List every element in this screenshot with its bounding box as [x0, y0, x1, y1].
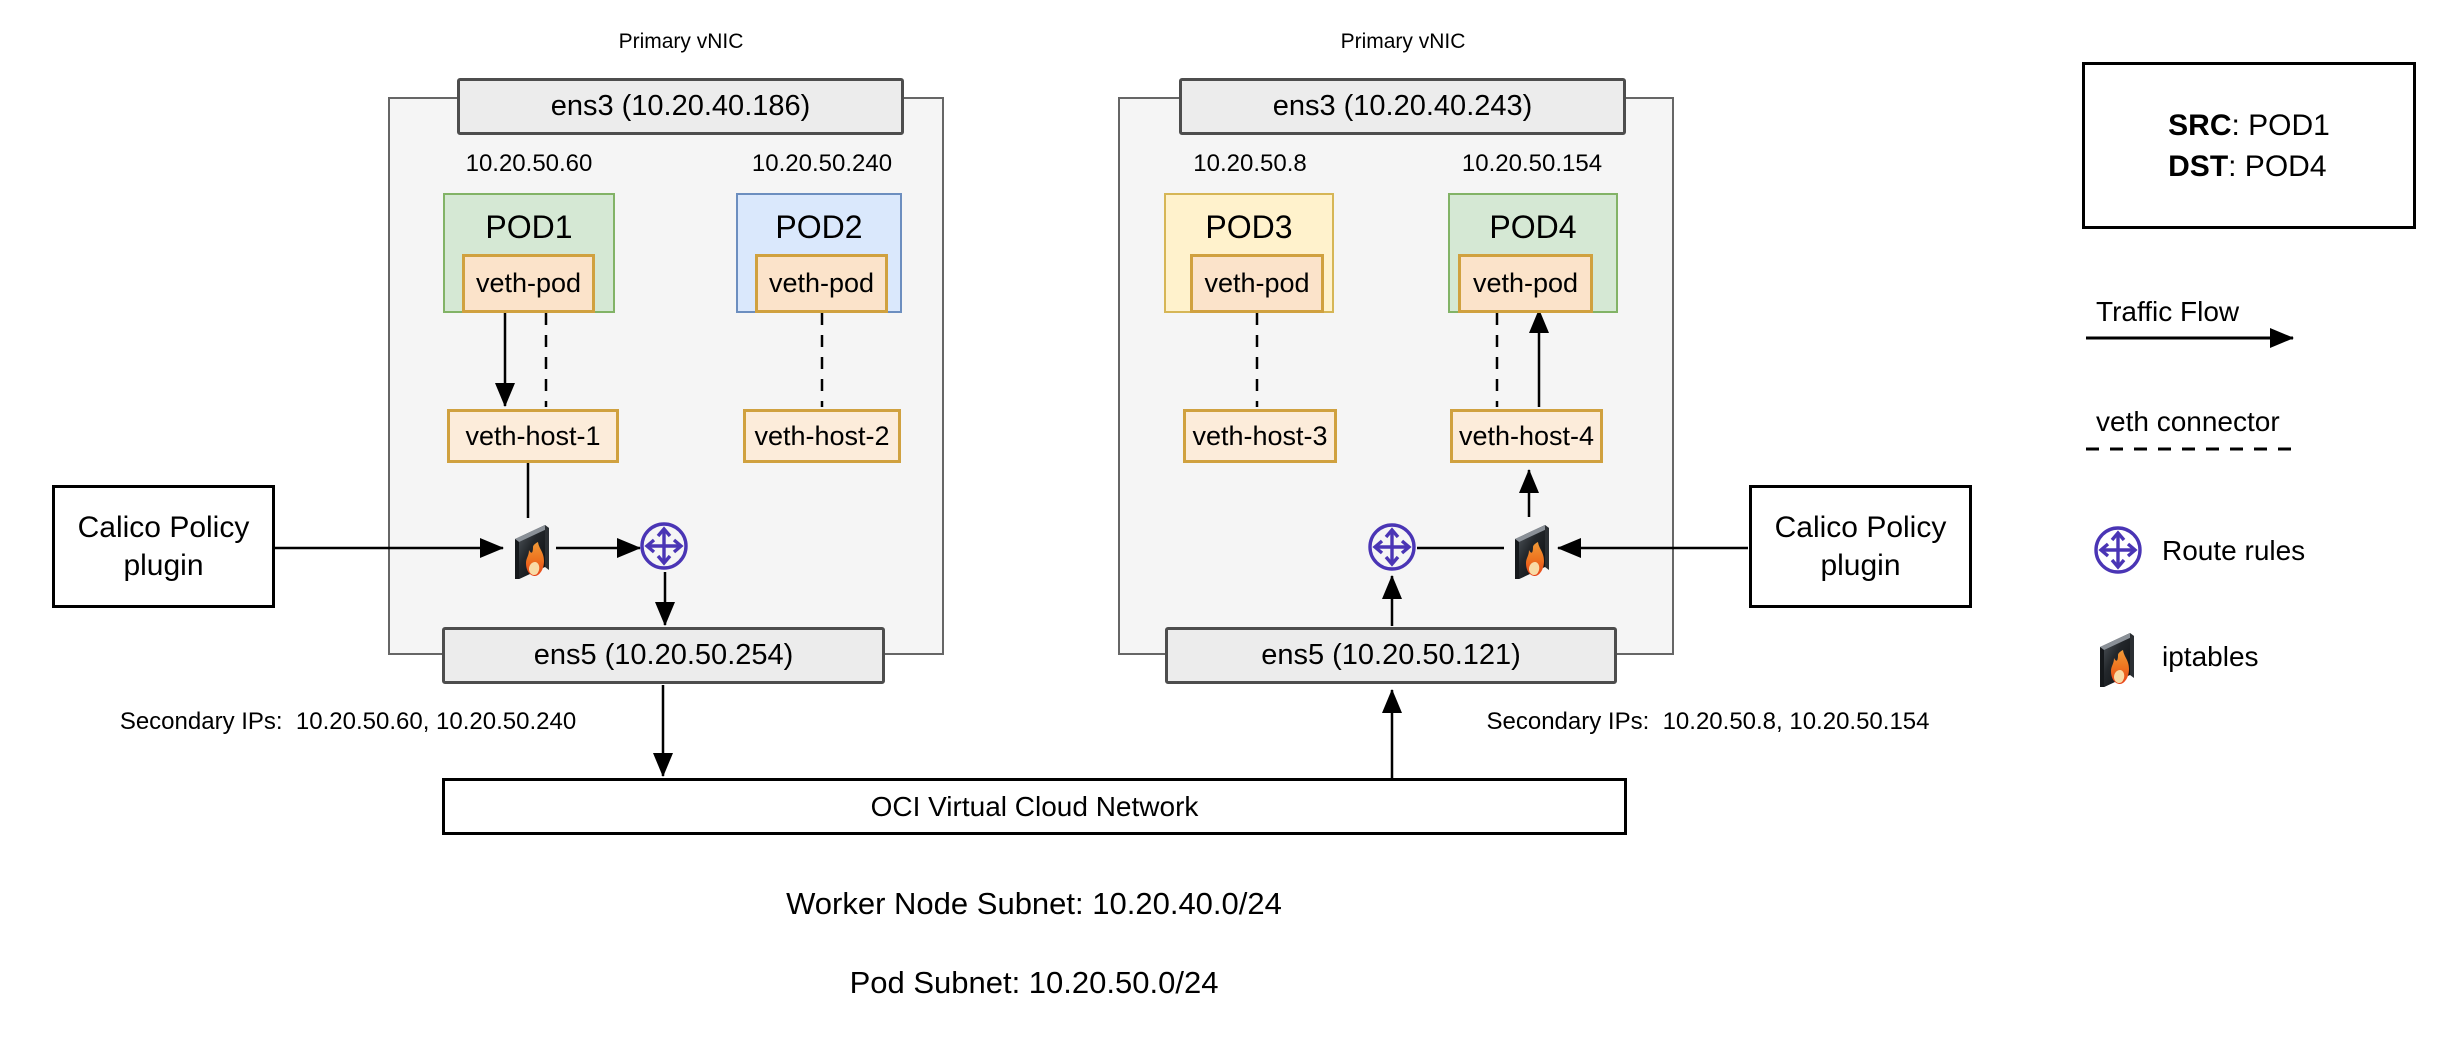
veth-host-2-box: veth-host-2 — [743, 409, 901, 463]
iptables-label: iptables — [2162, 641, 2259, 672]
veth-host-3-box: veth-host-3 — [1183, 409, 1337, 463]
worker-node-right — [1118, 97, 1674, 655]
iptables-icon — [1515, 525, 1549, 579]
pod2-ip-label: 10.20.50.240 — [751, 150, 893, 177]
traffic-flow-label: Traffic Flow — [2096, 296, 2240, 327]
ens5-interface-left: ens5 (10.20.50.254) — [442, 627, 885, 684]
pod3-name: POD3 — [1205, 209, 1293, 245]
pod4-name: POD4 — [1489, 209, 1577, 245]
primary-vnic-label-left: Primary vNIC — [618, 30, 744, 53]
iptables-icon — [2100, 633, 2134, 687]
pod-subnet-label: Pod Subnet: 10.20.50.0/24 — [849, 965, 1219, 1000]
pod1-veth-pod: veth-pod — [462, 254, 595, 313]
vcn-box: OCI Virtual Cloud Network — [442, 778, 1627, 835]
pod2-name: POD2 — [775, 209, 863, 245]
route-rules-icon — [2094, 526, 2142, 574]
calico-plugin-right: Calico Policy plugin — [1749, 485, 1972, 608]
iptables-icon — [515, 525, 549, 579]
route-rules-icon — [640, 522, 688, 570]
route-rules-label: Route rules — [2162, 535, 2306, 566]
secondary-ips-right: Secondary IPs: 10.20.50.8, 10.20.50.154 — [1486, 708, 1930, 735]
pod2-veth-pod: veth-pod — [755, 254, 888, 313]
ens3-interface-left: ens3 (10.20.40.186) — [457, 78, 904, 135]
veth-host-4-box: veth-host-4 — [1450, 409, 1603, 463]
src-dst-legend-box: SRC: POD1 DST: POD4 — [2082, 62, 2416, 229]
src-line: SRC: POD1 — [2168, 108, 2330, 142]
secondary-ips-left: Secondary IPs: 10.20.50.60, 10.20.50.240 — [119, 708, 577, 735]
ens3-interface-right: ens3 (10.20.40.243) — [1179, 78, 1626, 135]
pod1-ip-label: 10.20.50.60 — [465, 150, 593, 177]
primary-vnic-label-right: Primary vNIC — [1340, 30, 1466, 53]
ens5-interface-right: ens5 (10.20.50.121) — [1165, 627, 1617, 684]
worker-subnet-label: Worker Node Subnet: 10.20.40.0/24 — [786, 886, 1282, 921]
dst-line: DST: POD4 — [2168, 149, 2327, 183]
pod3-veth-pod: veth-pod — [1190, 254, 1324, 313]
pod4-veth-pod: veth-pod — [1458, 254, 1593, 313]
pod3-ip-label: 10.20.50.8 — [1193, 150, 1307, 177]
pod1-name: POD1 — [485, 209, 573, 245]
route-rules-icon — [1368, 523, 1416, 571]
veth-connector-label: veth connector — [2096, 406, 2280, 437]
pod4-ip-label: 10.20.50.154 — [1461, 150, 1603, 177]
calico-plugin-left: Calico Policy plugin — [52, 485, 275, 608]
veth-host-1-box: veth-host-1 — [447, 409, 619, 463]
